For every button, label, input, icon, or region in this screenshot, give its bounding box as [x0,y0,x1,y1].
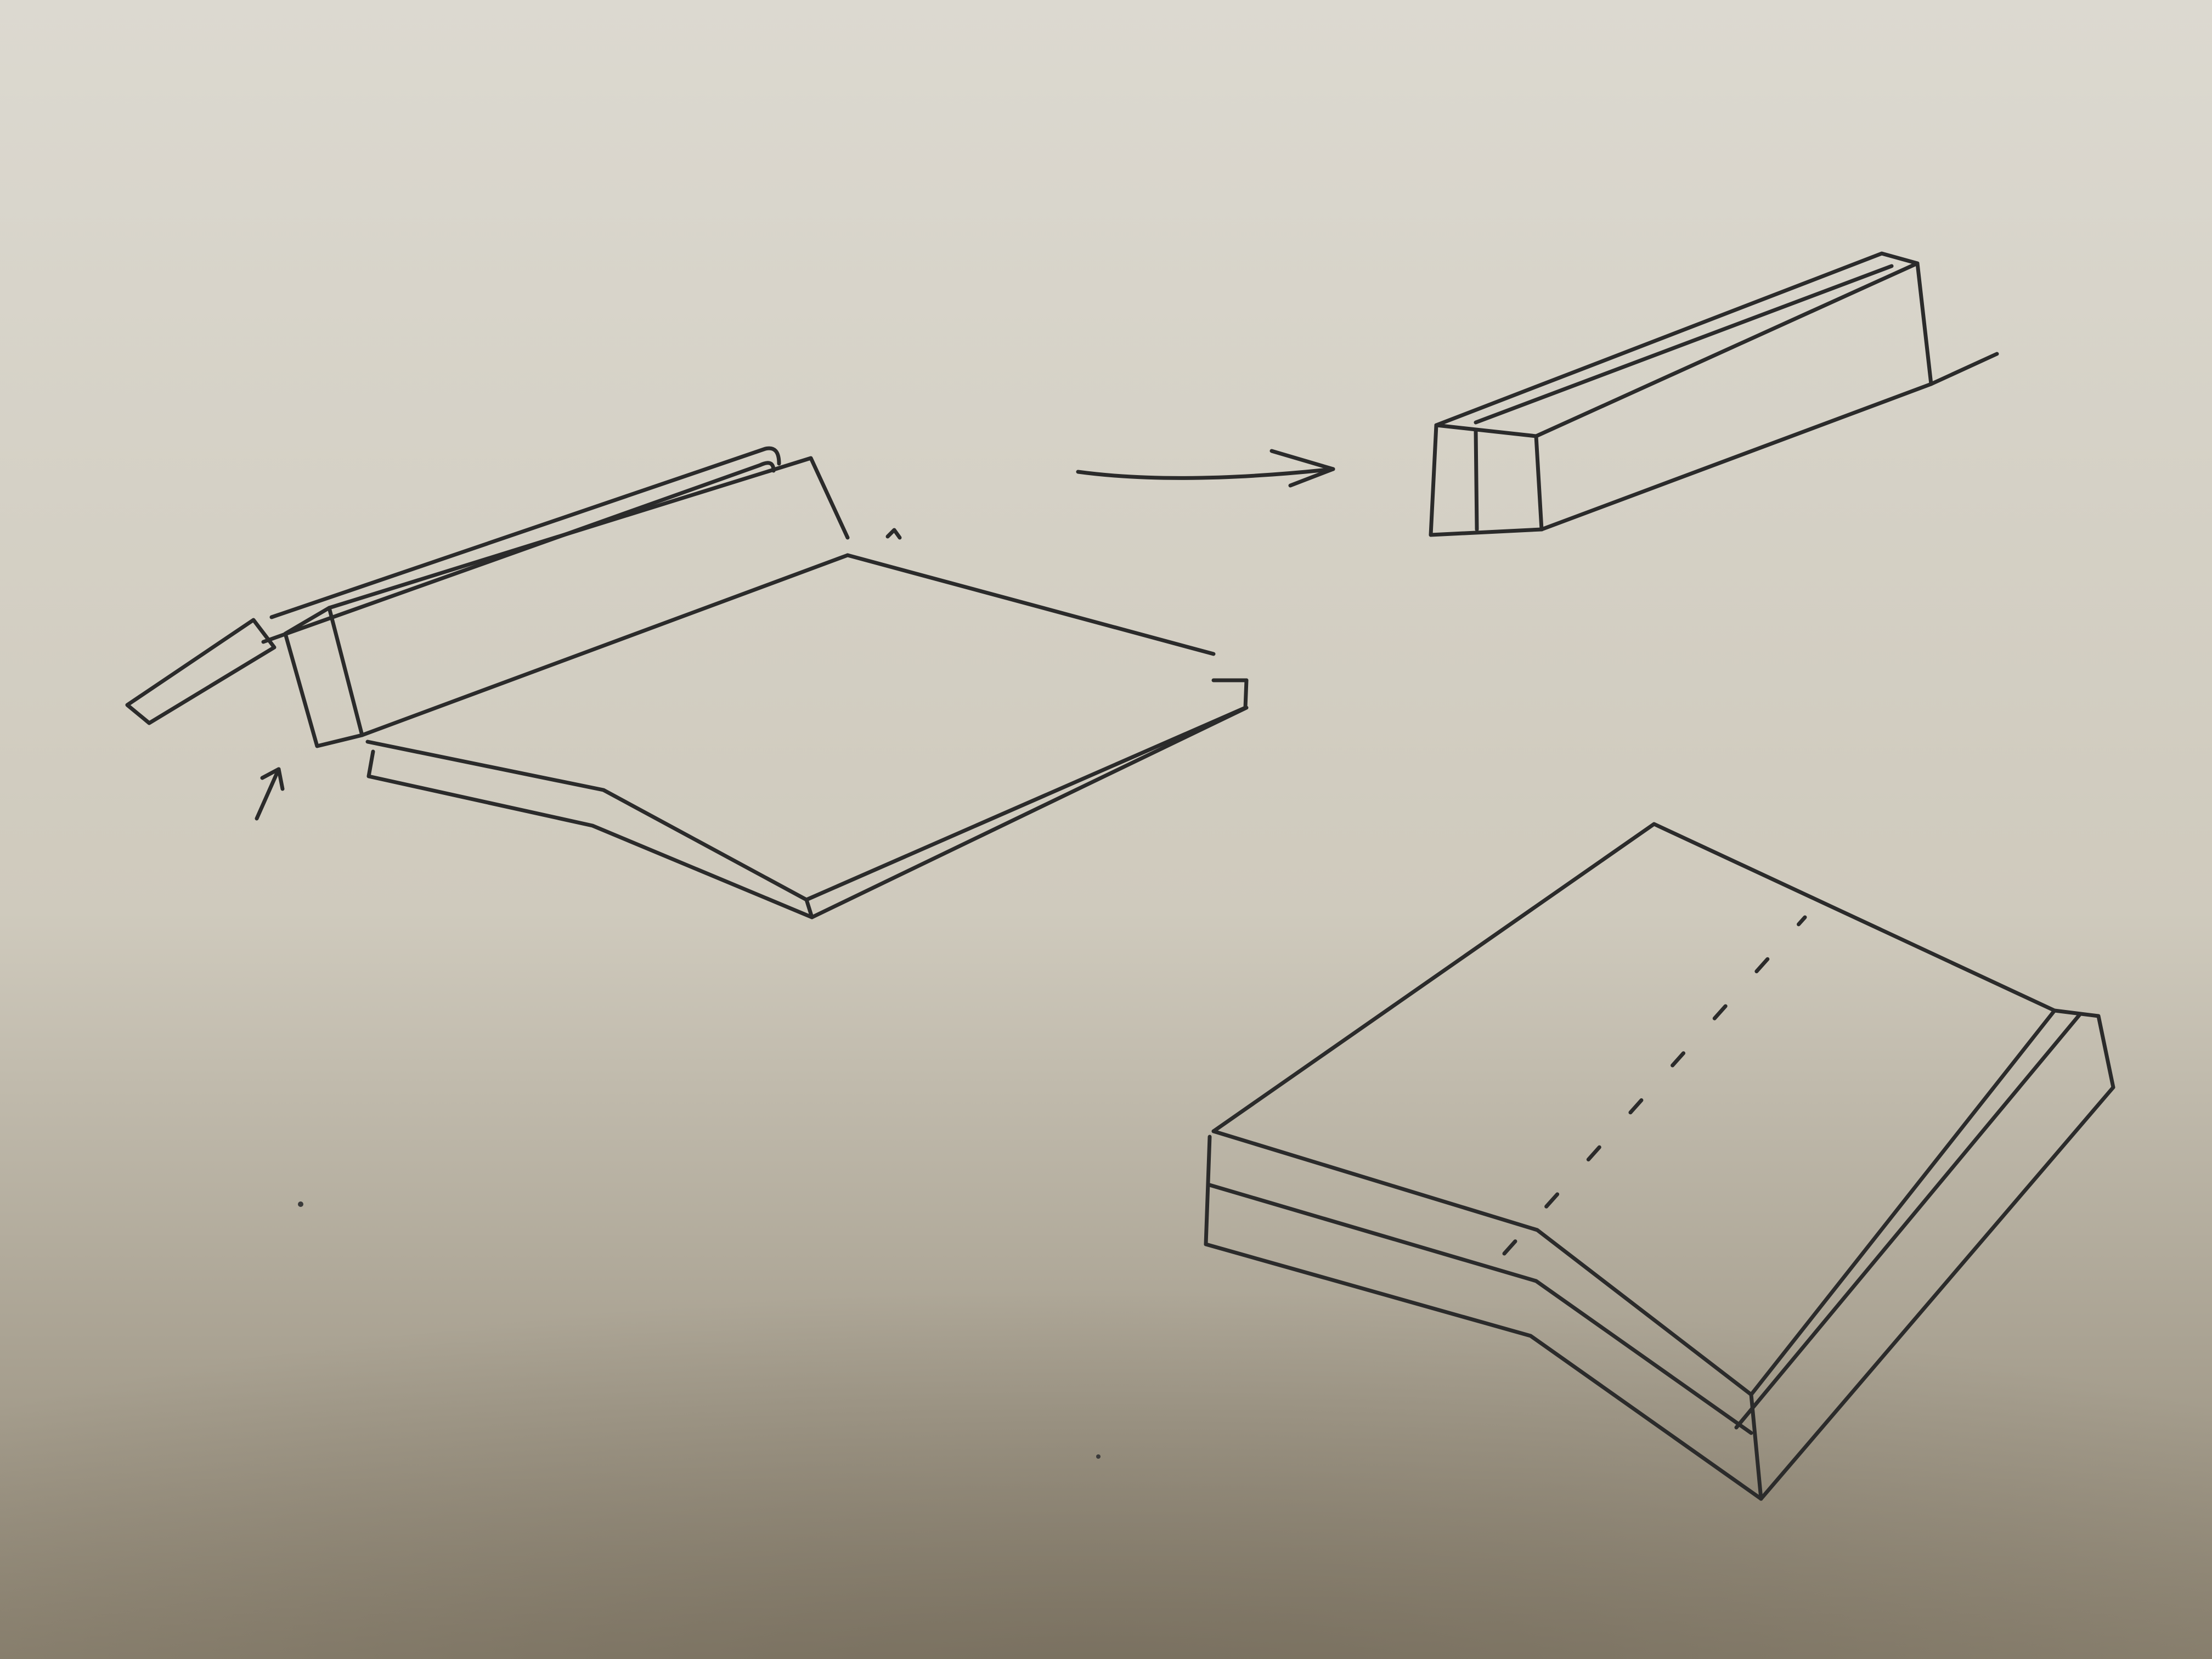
bar-end-inner-line [1476,431,1477,529]
speck-1 [298,1201,303,1207]
speck-2 [1096,1454,1101,1459]
paper-shadow [0,1042,2212,1659]
